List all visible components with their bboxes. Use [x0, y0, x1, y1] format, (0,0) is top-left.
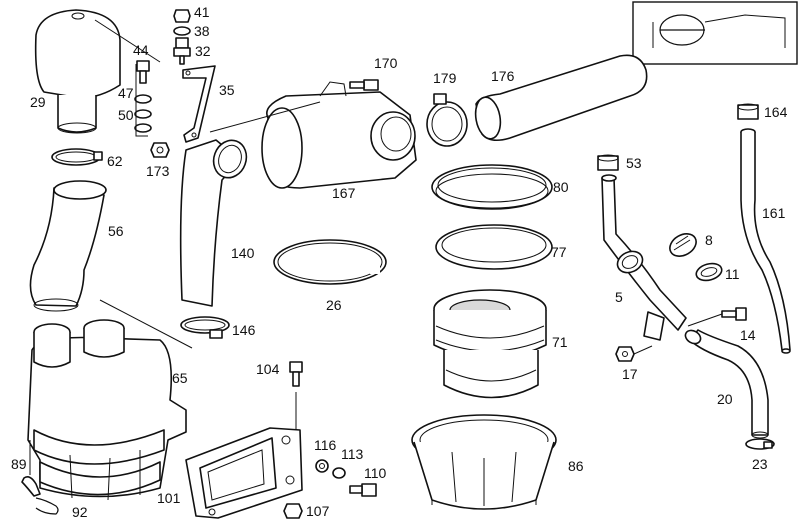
car-silhouette-icon	[632, 1, 798, 65]
label-65: 65	[172, 370, 188, 386]
label-146: 146	[232, 322, 256, 338]
part-164-cap-nut	[737, 103, 759, 120]
label-170: 170	[374, 55, 398, 71]
label-161: 161	[762, 205, 786, 221]
part-47-washer	[134, 94, 152, 104]
label-29: 29	[30, 94, 46, 110]
label-35: 35	[219, 82, 235, 98]
part-140-intake-elbow	[179, 139, 248, 307]
part-53-grommet	[597, 154, 619, 171]
label-140: 140	[231, 245, 255, 261]
part-20-curved-hose	[684, 329, 769, 439]
label-92: 92	[72, 504, 88, 520]
part-77-seal-ring	[435, 224, 553, 270]
label-110: 110	[364, 465, 387, 481]
label-41: 41	[194, 4, 210, 20]
part-110-bolt	[349, 483, 377, 497]
label-23: 23	[752, 456, 768, 472]
label-26: 26	[326, 297, 342, 313]
part-86-cleaner-bowl	[411, 414, 557, 510]
part-89-clip	[21, 476, 41, 497]
part-11-gasket	[695, 262, 723, 282]
label-47: 47	[118, 85, 134, 101]
part-167-air-cleaner-housing	[209, 81, 417, 189]
part-101-mounting-plate	[185, 427, 303, 519]
label-176: 176	[491, 68, 515, 84]
part-116-washer	[315, 459, 329, 473]
label-53: 53	[626, 155, 642, 171]
label-5: 5	[615, 289, 623, 305]
part-170-bolt	[349, 79, 379, 91]
label-17: 17	[622, 366, 638, 382]
label-14: 14	[740, 327, 756, 343]
label-113: 113	[341, 446, 364, 462]
label-89: 89	[11, 456, 27, 472]
part-32-rubber-mount	[173, 37, 191, 65]
part-92-spring-clip	[35, 497, 59, 515]
label-80: 80	[553, 179, 569, 195]
part-41-nut	[173, 9, 191, 23]
part-35-mounting-bracket	[182, 65, 216, 143]
label-173: 173	[146, 163, 170, 179]
callout-labels: 41 38 32 44 47 50 35 29 62 173 56 170 17…	[11, 4, 788, 520]
leader-line	[94, 19, 161, 63]
part-80-seal-ring	[431, 164, 553, 210]
label-8: 8	[705, 232, 713, 248]
part-161-breather-tube	[740, 128, 791, 354]
part-38-washer	[173, 26, 191, 36]
label-38: 38	[194, 23, 210, 39]
label-20: 20	[717, 391, 733, 407]
label-179: 179	[433, 70, 457, 86]
part-104-bolt	[289, 361, 303, 430]
bracket-bracket-line	[135, 64, 148, 137]
part-173-nut	[150, 142, 170, 158]
part-179-clamp-ring	[426, 93, 468, 147]
part-5-filler-pipe	[601, 174, 687, 341]
label-77: 77	[551, 244, 567, 260]
part-50-washer	[134, 109, 152, 133]
label-107: 107	[306, 503, 330, 519]
part-26-retaining-ring	[273, 239, 387, 285]
part-17-nut	[615, 345, 653, 362]
label-11: 11	[725, 266, 740, 282]
part-8-cap	[669, 233, 697, 257]
part-23-hose-clamp	[745, 438, 775, 450]
part-146-hose-clamp	[180, 316, 230, 339]
label-86: 86	[568, 458, 584, 474]
label-116: 116	[314, 437, 337, 453]
label-104: 104	[256, 361, 280, 377]
part-107-nut	[283, 503, 303, 519]
part-62-hose-clamp	[51, 148, 103, 166]
part-113-spring-washer	[332, 467, 346, 479]
part-56-curved-hose	[29, 180, 107, 312]
part-29-intake-cap	[34, 9, 121, 134]
part-44-bolt	[136, 60, 150, 84]
label-62: 62	[107, 153, 123, 169]
label-167: 167	[332, 185, 356, 201]
part-14-bolt	[687, 307, 747, 327]
label-32: 32	[195, 43, 211, 59]
part-65-air-cleaner-assembly	[27, 299, 193, 501]
label-56: 56	[108, 223, 124, 239]
part-176-air-hose	[474, 54, 648, 142]
label-164: 164	[764, 104, 788, 120]
label-71: 71	[552, 334, 568, 350]
label-44: 44	[133, 42, 149, 58]
label-50: 50	[118, 107, 134, 123]
label-101: 101	[157, 490, 181, 506]
part-71-filter-element	[433, 289, 547, 399]
